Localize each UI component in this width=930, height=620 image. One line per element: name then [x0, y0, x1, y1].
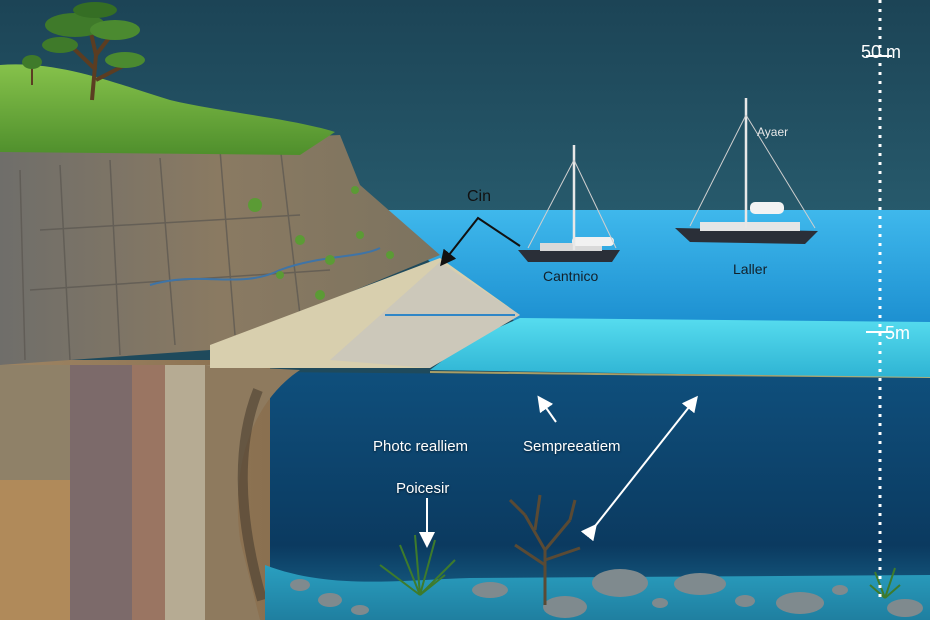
grass-top [0, 64, 335, 155]
depth-mid-label: 5m [885, 323, 911, 343]
sailboat-left [518, 145, 620, 262]
rock-column-2 [70, 365, 135, 620]
depth-top-label: 50 m [861, 42, 902, 62]
shallow-water-layer [430, 318, 930, 378]
arrow-double-diagonal [580, 395, 698, 542]
sailboat-right [675, 98, 818, 244]
seafloor [265, 565, 930, 620]
cliff-face [0, 135, 440, 365]
semprea-zone-label: Sempreeatiem [523, 438, 621, 455]
poicesir-label: Poicesir [396, 480, 450, 497]
arrow-up-small [537, 395, 557, 423]
seafloor-rocks [290, 569, 923, 618]
photic-zone-label: Photc realliem [373, 438, 469, 455]
boat-right-label: Laller [733, 261, 768, 277]
small-tree [22, 55, 42, 85]
cin-label: Cin [467, 188, 492, 205]
boat-left-label: Cantnico [543, 268, 599, 284]
gravel-column [132, 365, 167, 620]
cin-pointer [440, 216, 521, 267]
cliff-tree [42, 2, 145, 101]
seaweed-left [379, 534, 456, 596]
coral-tree [508, 494, 581, 605]
cave-wall [205, 365, 300, 620]
ayaer-label: Ayaer [757, 125, 789, 139]
